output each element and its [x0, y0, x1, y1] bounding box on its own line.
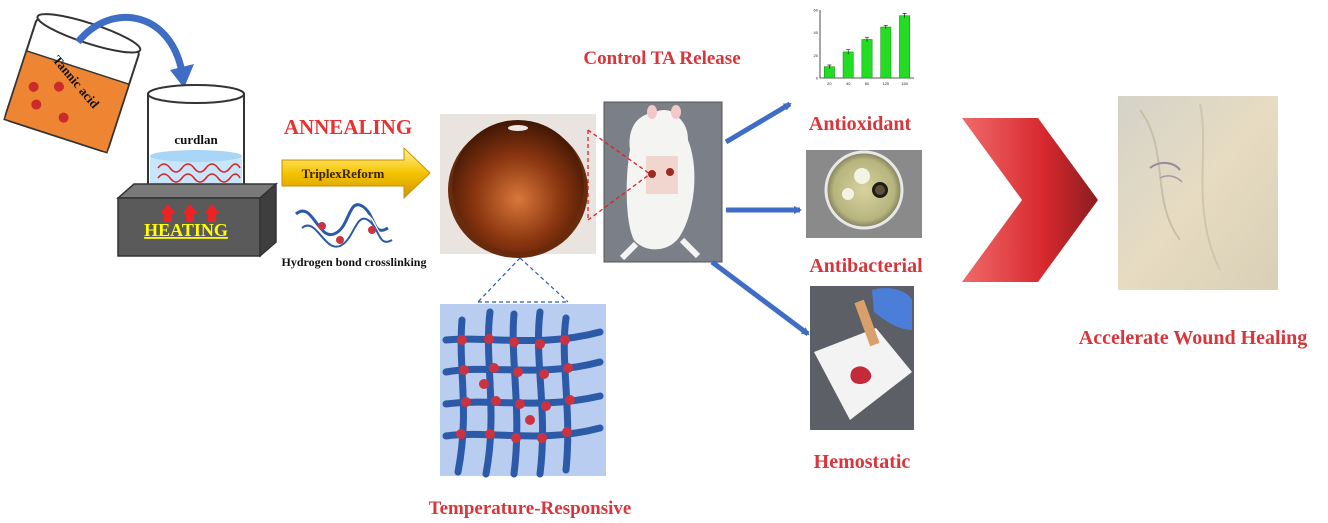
chart-bar — [842, 51, 854, 79]
control-release-label: Control TA Release — [583, 48, 740, 69]
annealing-label: ANNEALING — [284, 115, 412, 139]
triplex-reform-arrow: TriplexReform — [281, 146, 431, 200]
chart-error-bar — [865, 36, 869, 42]
curdlan-label: curdlan — [174, 132, 218, 147]
triplex-reform-label: TriplexReform — [302, 166, 385, 181]
antioxidant-label: Antioxidant — [809, 113, 912, 135]
chart-bars — [823, 13, 911, 79]
zoom-triangle — [587, 129, 651, 221]
chart-bar — [880, 26, 892, 79]
strand-icon — [295, 203, 393, 248]
chart-bar — [899, 15, 911, 79]
antibacterial-label: Antibacterial — [809, 255, 923, 277]
chart-xtick-label: 20 — [827, 81, 832, 86]
petri-dish-photo — [806, 150, 922, 238]
chart-xticks: 20 40 60 120 160 — [827, 81, 909, 86]
heater-block: HEATING — [116, 182, 278, 258]
chart-ytick-label: 40 — [814, 30, 819, 35]
chart-ytick-label: 0 — [816, 76, 819, 81]
network-panel — [440, 304, 606, 478]
curdlan-container: curdlan — [147, 84, 245, 191]
hemostatic-label: Hemostatic — [814, 451, 911, 473]
tannic-acid-beaker: Tannic acid — [3, 13, 142, 154]
heating-label: HEATING — [144, 220, 228, 240]
chart-yticks: 0 20 40 60 — [814, 8, 819, 81]
chart-error-bar — [827, 64, 832, 69]
chart-error-bar — [846, 49, 851, 55]
chart-xtick-label: 60 — [865, 81, 870, 86]
accelerate-wound-healing-label: Accelerate Wound Healing — [1079, 327, 1308, 349]
effect-arrows — [710, 101, 810, 336]
antioxidant-chart: 20 40 60 120 160 0 20 40 60 — [806, 2, 918, 94]
chart-xtick-label: 120 — [882, 81, 889, 86]
hydrogen-bond-label: Hydrogen bond crosslinking — [282, 255, 427, 269]
curved-transfer-arrow-head — [170, 64, 194, 88]
temperature-responsive-label: Temperature-Responsive — [429, 498, 632, 519]
gel-photo — [440, 114, 596, 258]
heat-arrow-icon — [182, 204, 198, 222]
heat-arrow-icon — [160, 204, 176, 222]
gauze-photo — [810, 286, 914, 430]
chart-error-bar — [902, 13, 907, 18]
healed-skin-photo — [1118, 96, 1278, 290]
zoom-lines — [477, 257, 569, 303]
chart-error-bar — [883, 24, 888, 29]
chevron-arrow-icon — [962, 118, 1098, 282]
chart-ytick-label: 60 — [814, 8, 819, 13]
curved-transfer-arrow-icon — [75, 13, 186, 73]
heat-arrow-icon — [204, 204, 220, 222]
chart-xtick-label: 160 — [901, 81, 908, 86]
chart-ytick-label: 20 — [814, 53, 819, 58]
chart-xtick-label: 40 — [846, 81, 851, 86]
chart-bar — [861, 39, 873, 79]
mouse-photo — [603, 101, 723, 263]
